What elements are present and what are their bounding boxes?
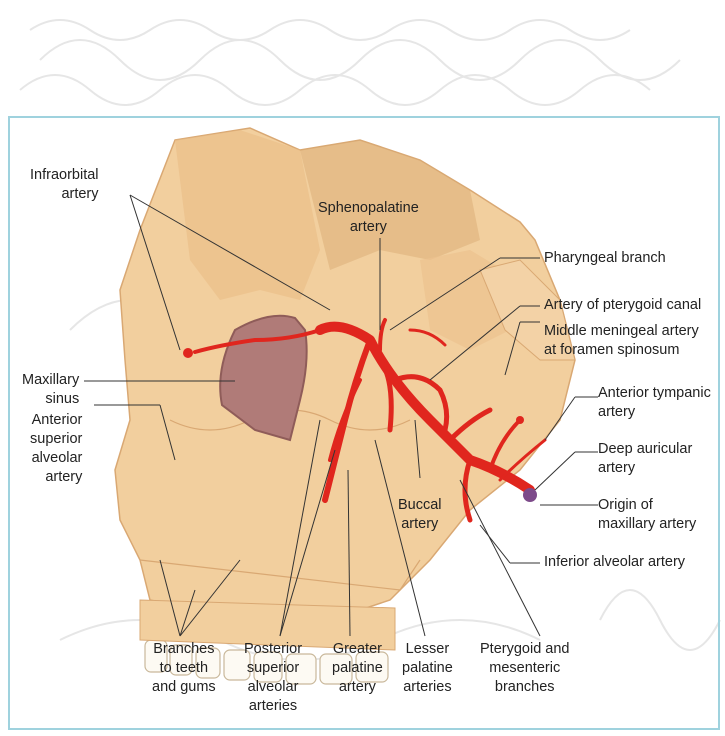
- label-deep-auricular-artery: Deep auricular artery: [598, 440, 692, 478]
- label-anterior-tympanic-artery: Anterior tympanic artery: [598, 384, 711, 422]
- label-maxillary-sinus: Maxillary sinus: [22, 371, 79, 409]
- label-buccal-artery: Buccal artery: [398, 496, 442, 534]
- label-middle-meningeal-artery: Middle meningeal artery at foramen spino…: [544, 322, 699, 360]
- label-pterygoid-and-mesenteric-branches: Pterygoid and mesenteric branches: [480, 640, 569, 697]
- label-artery-of-pterygoid-canal: Artery of pterygoid canal: [544, 296, 701, 315]
- label-inferior-alveolar-artery: Inferior alveolar artery: [544, 553, 685, 572]
- label-branches-to-teeth-and-gums: Branches to teeth and gums: [152, 640, 216, 697]
- label-posterior-superior-alveolar-arteries: Posterior superior alveolar arteries: [244, 640, 302, 716]
- label-sphenopalatine-artery: Sphenopalatine artery: [318, 199, 419, 237]
- label-lesser-palatine-arteries: Lesser palatine arteries: [402, 640, 453, 697]
- label-pharyngeal-branch: Pharyngeal branch: [544, 249, 666, 268]
- label-greater-palatine-artery: Greater palatine artery: [332, 640, 383, 697]
- label-anterior-superior-alveolar-artery: Anterior superior alveolar artery: [30, 411, 82, 487]
- label-origin-of-maxillary-artery: Origin of maxillary artery: [598, 496, 696, 534]
- label-infraorbital-artery: Infraorbital artery: [30, 166, 99, 204]
